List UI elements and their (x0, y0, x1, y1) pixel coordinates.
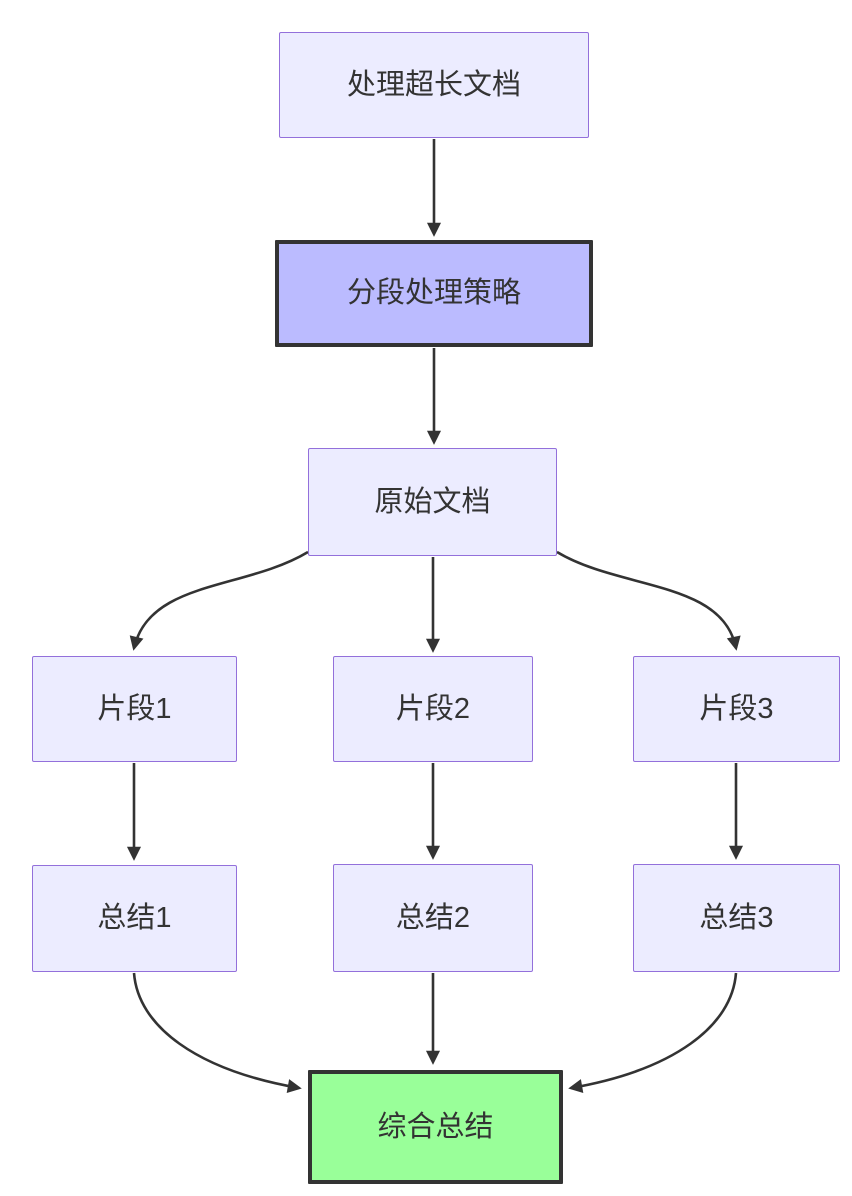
node-segmentation-strategy: 分段处理策略 (275, 240, 593, 347)
node-label: 分段处理策略 (346, 277, 521, 310)
node-label: 原始文档 (374, 485, 491, 518)
node-original-document: 原始文档 (308, 448, 557, 556)
node-fragment-2: 片段2 (333, 656, 533, 762)
node-label: 片段1 (97, 692, 172, 725)
node-summary-3: 总结3 (633, 864, 840, 972)
node-label: 综合总结 (377, 1110, 494, 1143)
edge-original-to-fragment3 (556, 550, 741, 651)
edge-summary1-to-final (132, 972, 302, 1093)
node-label: 总结2 (395, 901, 471, 934)
node-label: 片段3 (699, 692, 774, 725)
node-fragment-1: 片段1 (32, 656, 237, 762)
edge-summary3-to-final (568, 972, 738, 1093)
node-process-long-document: 处理超长文档 (279, 32, 589, 138)
node-label: 总结1 (97, 902, 172, 935)
node-label: 片段2 (395, 692, 471, 725)
node-final-summary: 综合总结 (308, 1070, 563, 1184)
node-summary-1: 总结1 (32, 865, 237, 972)
node-label: 总结3 (699, 901, 774, 934)
node-fragment-3: 片段3 (633, 656, 840, 762)
node-summary-2: 总结2 (333, 864, 533, 972)
edge-original-to-fragment1 (129, 550, 309, 651)
node-label: 处理超长文档 (346, 68, 521, 101)
